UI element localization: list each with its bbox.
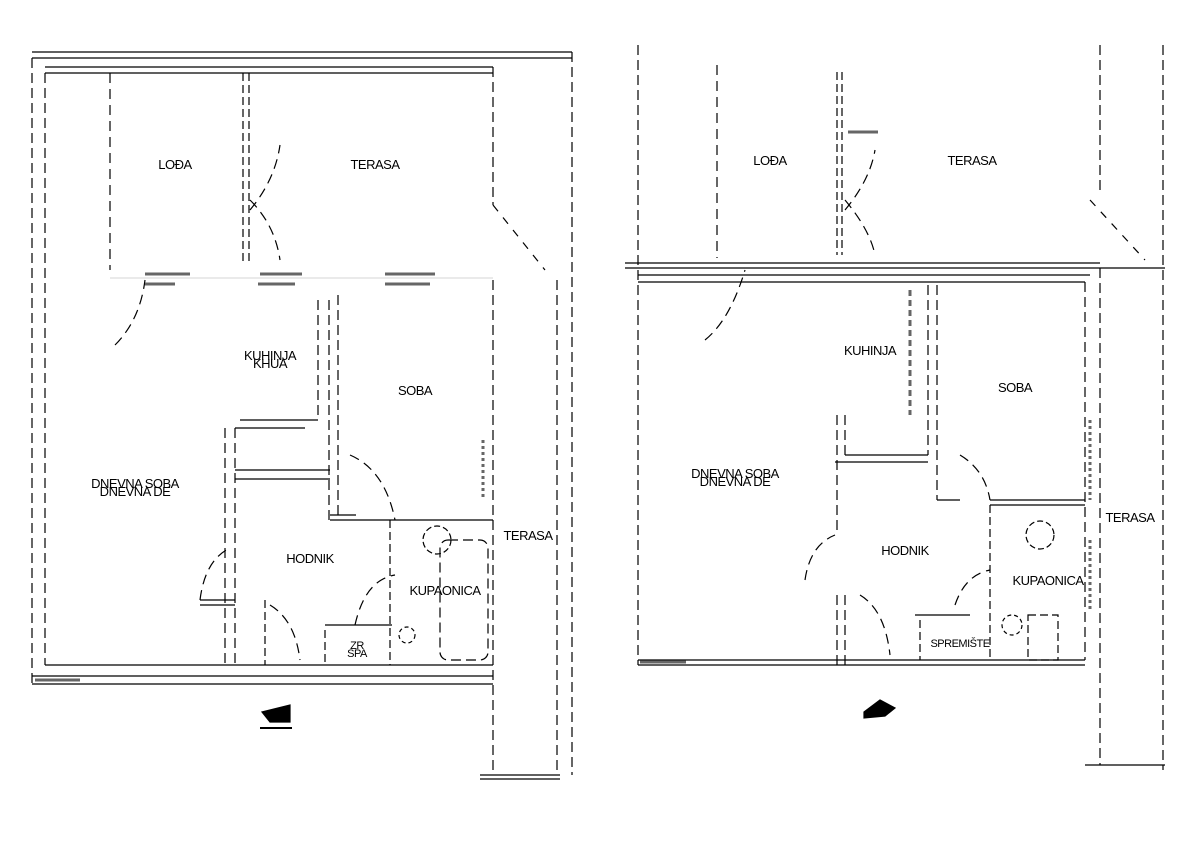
room-label-loggia: LOĐA	[753, 153, 787, 168]
room-label-terrace-top: TERASA	[947, 153, 997, 168]
room-label-bathroom: KUPAONICA	[1012, 573, 1084, 588]
room-label-terrace-side: TERASA	[503, 528, 553, 543]
left-plan-walls	[31, 51, 573, 780]
room-label-loggia: LOĐA	[158, 157, 192, 172]
room-label-hallway: HODNIK	[881, 543, 929, 558]
room-label-kitchen: KUHINJA	[843, 343, 897, 358]
room-label-terrace-side: TERASA	[1105, 510, 1155, 525]
room-label-terrace-top: TERASA	[350, 157, 400, 172]
room-label-living-room-line2: DNEVNA DE	[699, 474, 771, 489]
room-label-bathroom: KUPAONICA	[409, 583, 481, 598]
room-label-bedroom: SOBA	[997, 380, 1033, 395]
room-label-storage: SPREMIŠTE	[930, 638, 990, 650]
left-plan-windows	[35, 272, 485, 682]
room-label-hallway: HODNIK	[286, 551, 334, 566]
right-plan-walls	[625, 45, 1165, 770]
room-label-living-room-line2: DNEVNA DE	[99, 484, 171, 499]
room-label-bedroom: SOBA	[397, 383, 433, 398]
room-label-kitchen-line2: KHUA	[252, 356, 288, 371]
right-plan-windows	[640, 130, 1092, 664]
room-label-storage-line2: SPA	[347, 648, 367, 660]
